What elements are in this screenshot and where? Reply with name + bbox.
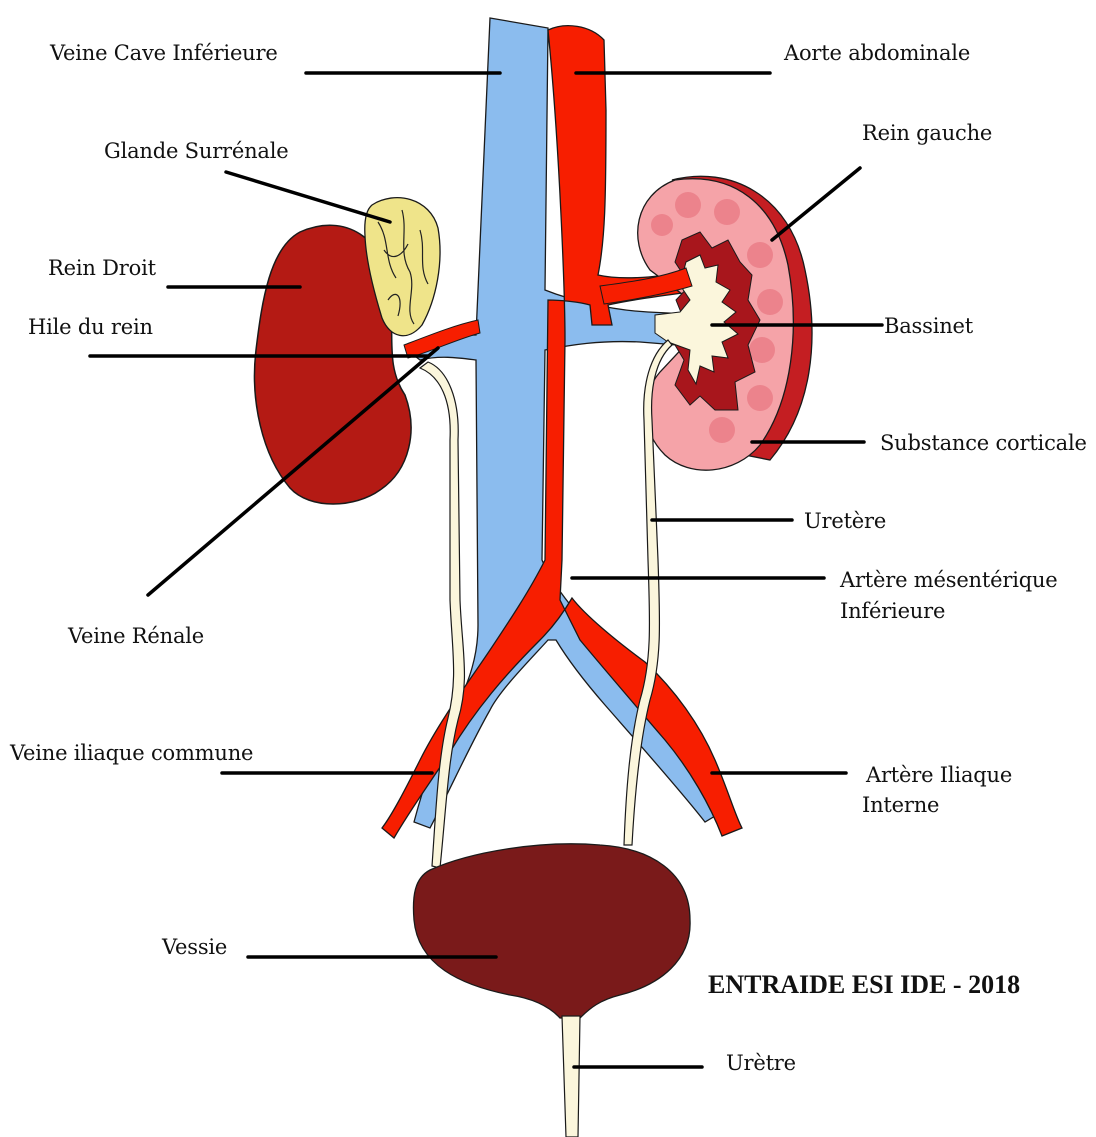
- label-uretre: Urètre: [726, 1050, 796, 1076]
- leader-rein-gauche: [772, 168, 860, 240]
- label-mesenterique-2: Inférieure: [840, 598, 945, 624]
- label-artere-iliaque-2: Interne: [862, 792, 939, 818]
- label-artere-iliaque-1: Artère Iliaque: [866, 762, 1012, 788]
- label-uretere: Uretère: [804, 508, 886, 534]
- label-rein-droit: Rein Droit: [48, 255, 156, 281]
- label-substance: Substance corticale: [880, 430, 1087, 456]
- label-rein-gauche: Rein gauche: [862, 120, 992, 146]
- credit-text: ENTRAIDE ESI IDE - 2018: [708, 970, 1020, 1000]
- urethra: [562, 1016, 580, 1137]
- label-bassinet: Bassinet: [884, 313, 973, 339]
- bladder: [413, 844, 690, 1018]
- label-mesenterique-1: Artère mésentérique: [840, 567, 1058, 593]
- label-aorte: Aorte abdominale: [784, 40, 970, 66]
- label-veine-renale: Veine Rénale: [68, 623, 204, 649]
- label-veine-cave: Veine Cave Inférieure: [50, 40, 278, 66]
- label-hile: Hile du rein: [28, 314, 153, 340]
- label-glande: Glande Surrénale: [104, 138, 289, 164]
- leader-glande: [226, 172, 390, 222]
- label-vessie: Vessie: [162, 934, 227, 960]
- label-veine-iliaque: Veine iliaque commune: [10, 740, 253, 766]
